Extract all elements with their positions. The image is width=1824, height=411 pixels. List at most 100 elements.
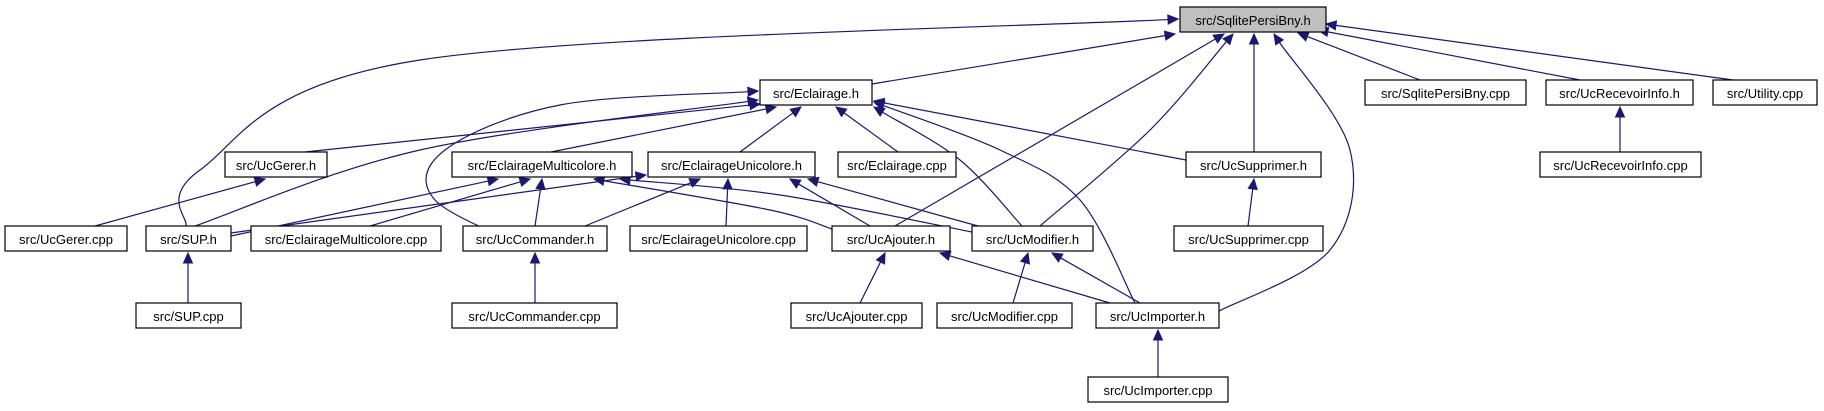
node-uccommander-h[interactable]: src/UcCommander.h [462,225,608,252]
node-box[interactable] [971,225,1094,252]
edge-line [949,255,1111,304]
node-box[interactable] [1539,151,1702,178]
arrowhead-icon [1324,20,1338,31]
edge-line [725,188,729,227]
node-box[interactable] [1087,376,1229,403]
node-uccommander-cpp[interactable]: src/UcCommander.cpp [451,302,618,329]
node-label: src/EclairageUnicolore.cpp [641,232,796,247]
node-label: src/Eclairage.h [773,86,859,101]
edge-uccommander_h-to-eclunic_h [584,178,702,227]
node-label: src/SUP.cpp [153,309,224,324]
node-label: src/UcGerer.cpp [19,232,113,247]
edge-line [1307,36,1421,81]
edge-line [230,175,637,234]
edge-line [1039,41,1227,227]
node-box[interactable] [224,151,328,178]
edges [94,14,1734,377]
node-label: src/UcSupprimer.cpp [1188,232,1309,247]
node-ucrecevoir-cpp[interactable]: src/UcRecevoirInfo.cpp [1539,151,1702,178]
node-label: src/SUP.h [160,232,217,247]
node-box[interactable] [1173,225,1324,252]
node-box[interactable] [647,151,816,178]
node-sup-cpp[interactable]: src/SUP.cpp [135,302,242,329]
edge-line [603,180,833,230]
edge-line [1335,24,1734,81]
node-box[interactable] [4,225,128,252]
arrowhead-icon [182,251,194,264]
node-label: src/UcModifier.cpp [951,309,1058,324]
edge-line [1247,188,1254,227]
node-eclairage-cpp[interactable]: src/Eclairage.cpp [837,151,957,178]
edge-ucgerer_cpp-to-ucgerer_h [94,176,267,227]
arrowhead-icon [1247,177,1258,191]
node-ucimporter-cpp[interactable]: src/UcImporter.cpp [1087,376,1229,403]
node-box[interactable] [629,225,808,252]
node-sqlite-cpp[interactable]: src/SqlitePersiBny.cpp [1364,79,1527,106]
edge-line [1218,42,1355,312]
arrowhead-icon [835,106,848,118]
arrowhead-icon [1273,32,1285,46]
node-eclmulti-cpp[interactable]: src/EclairageMulticolore.cpp [250,225,442,252]
edge-line [798,183,871,227]
node-box[interactable] [250,225,442,252]
node-label: src/EclairageMulticolore.h [468,158,617,173]
node-box[interactable] [759,79,873,106]
node-label: src/UcAjouter.cpp [806,309,908,324]
node-box[interactable] [145,225,232,252]
node-box[interactable] [451,302,618,329]
node-ucimporter-h[interactable]: src/UcImporter.h [1095,302,1220,329]
arrowhead-icon [1050,252,1064,263]
arrowhead-icon [722,177,733,190]
arrowhead-icon [764,103,778,115]
node-eclunic-h[interactable]: src/EclairageUnicolore.h [647,151,816,178]
node-ucajouter-cpp[interactable]: src/UcAjouter.cpp [790,302,923,329]
node-ucsupprimer-cpp[interactable]: src/UcSupprimer.cpp [1173,225,1324,252]
node-box[interactable] [1545,79,1694,106]
edge-ucrecevoir_cpp-to-ucrecevoir_h [1614,105,1626,152]
edge-ucmodifier_h-to-sqlite_h [1039,33,1234,227]
edge-line [883,104,1136,304]
arrowhead-icon [788,178,802,189]
node-eclairage-h[interactable]: src/Eclairage.h [759,79,873,106]
arrowhead-icon [535,177,546,191]
node-box[interactable] [831,225,951,252]
node-box[interactable] [1179,6,1327,33]
node-box[interactable] [1712,79,1818,106]
arrowhead-icon [1296,31,1310,42]
node-box[interactable] [837,151,957,178]
node-box[interactable] [1185,151,1322,178]
node-ucgerer-h[interactable]: src/UcGerer.h [224,151,328,178]
edge-sup_h-to-eclairage_h [194,96,760,227]
node-ucgerer-cpp[interactable]: src/UcGerer.cpp [4,225,128,252]
node-ucmodifier-h[interactable]: src/UcModifier.h [971,225,1094,252]
edge-line [871,35,1166,85]
arrowhead-icon [747,86,760,98]
node-eclmulti-h[interactable]: src/EclairageMulticolore.h [451,151,633,178]
node-box[interactable] [462,225,608,252]
edge-line [94,181,256,227]
node-sqlite-h[interactable]: src/SqlitePersiBny.h [1179,6,1327,33]
node-ucsupprimer-h[interactable]: src/UcSupprimer.h [1185,151,1322,178]
arrowhead-icon [1212,33,1226,44]
edge-sqlite_cpp-to-sqlite_h [1296,31,1421,81]
arrowhead-icon [486,176,500,187]
node-ucajouter-h[interactable]: src/UcAjouter.h [831,225,951,252]
node-box[interactable] [936,302,1073,329]
node-box[interactable] [135,302,242,329]
node-eclunic-cpp[interactable]: src/EclairageUnicolore.cpp [629,225,808,252]
node-sup-h[interactable]: src/SUP.h [145,225,232,252]
edge-line [883,102,1187,161]
node-box[interactable] [790,302,923,329]
edge-line [534,188,542,227]
arrowhead-icon [688,178,702,188]
edge-ucajouter_h-to-sqlite_h [894,33,1226,227]
node-ucmodifier-cpp[interactable]: src/UcModifier.cpp [936,302,1073,329]
node-utility-cpp[interactable]: src/Utility.cpp [1712,79,1818,106]
node-ucrecevoir-h[interactable]: src/UcRecevoirInfo.h [1545,79,1694,106]
edge-ucimporter_h-to-eclairage_h [872,100,1136,304]
node-label: src/UcModifier.h [986,232,1079,247]
node-box[interactable] [1364,79,1527,106]
node-box[interactable] [451,151,633,178]
node-box[interactable] [1095,302,1220,329]
